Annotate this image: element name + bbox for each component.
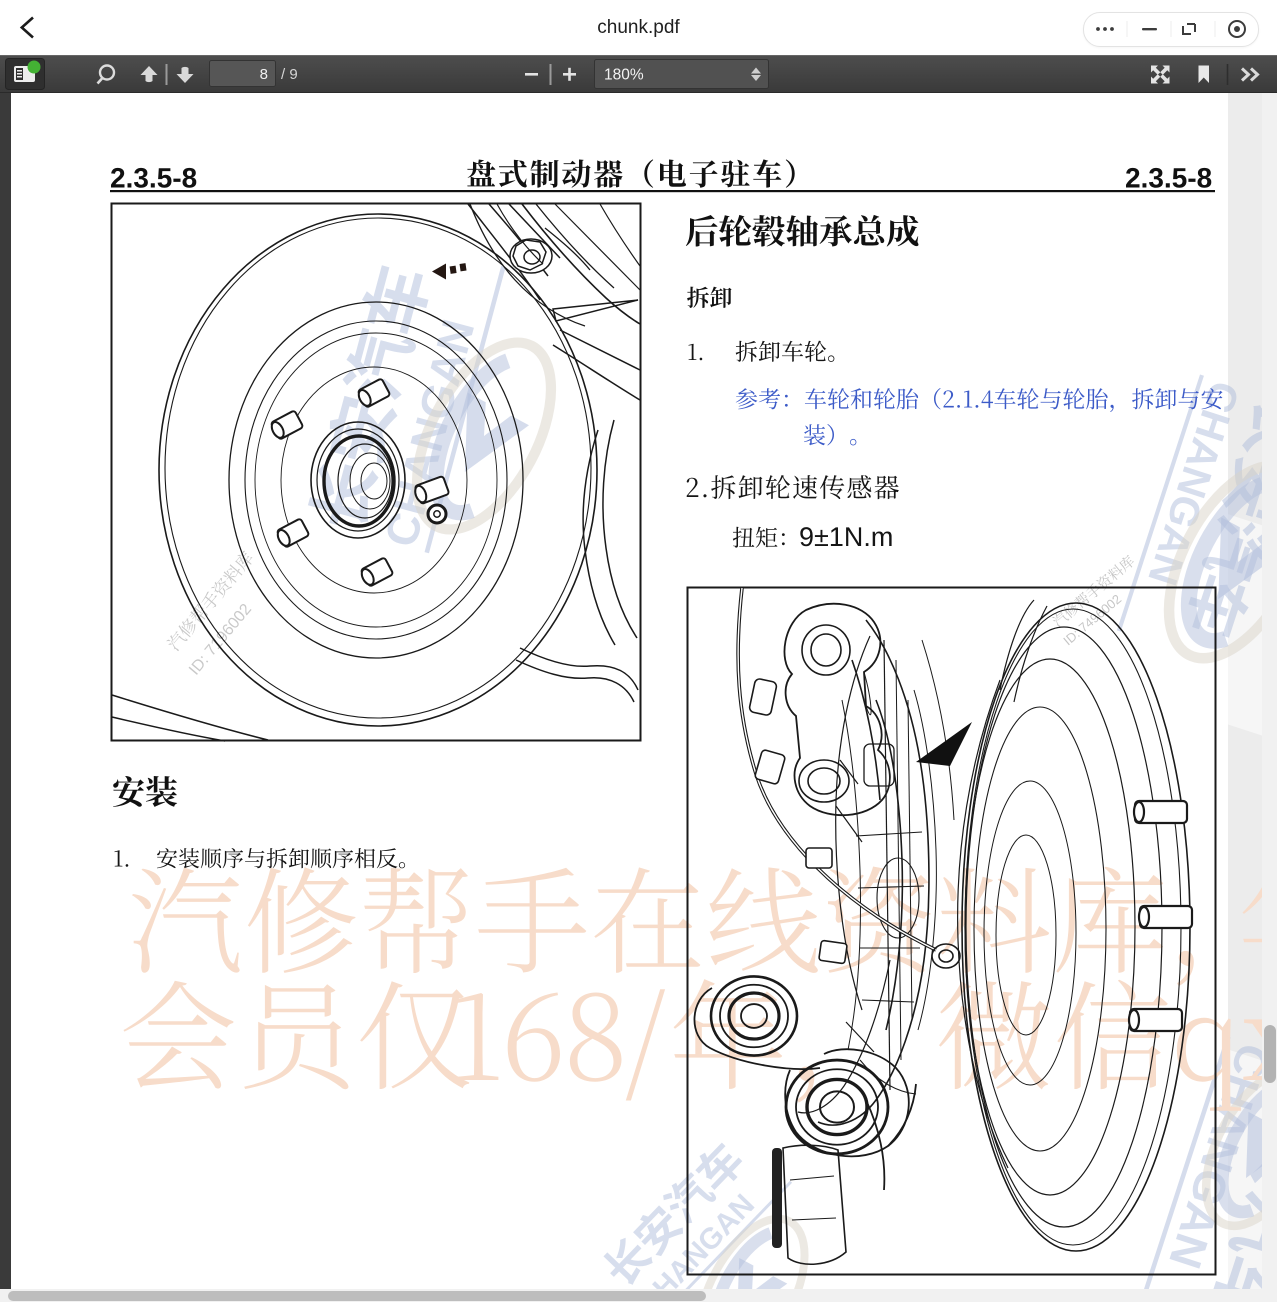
svg-text:8: 8 xyxy=(260,66,268,83)
svg-text:180%: 180% xyxy=(604,67,644,84)
svg-text:/ 9: / 9 xyxy=(281,66,298,83)
